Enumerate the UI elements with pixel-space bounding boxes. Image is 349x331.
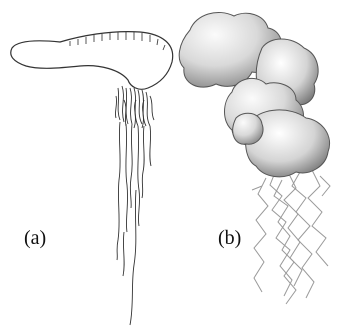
chain-bundle: [252, 170, 330, 304]
tentacle-cluster: [115, 86, 154, 128]
panel-b-label: (b): [218, 228, 241, 248]
panel-a-drawing: [11, 32, 173, 325]
long-tentacles: [117, 122, 151, 325]
float-body: [11, 32, 173, 90]
molecular-surface: [179, 12, 329, 176]
panel-a-label: (a): [24, 228, 46, 248]
panel-b-drawing: [179, 12, 330, 304]
surface-lobe-left-small: [233, 113, 263, 144]
